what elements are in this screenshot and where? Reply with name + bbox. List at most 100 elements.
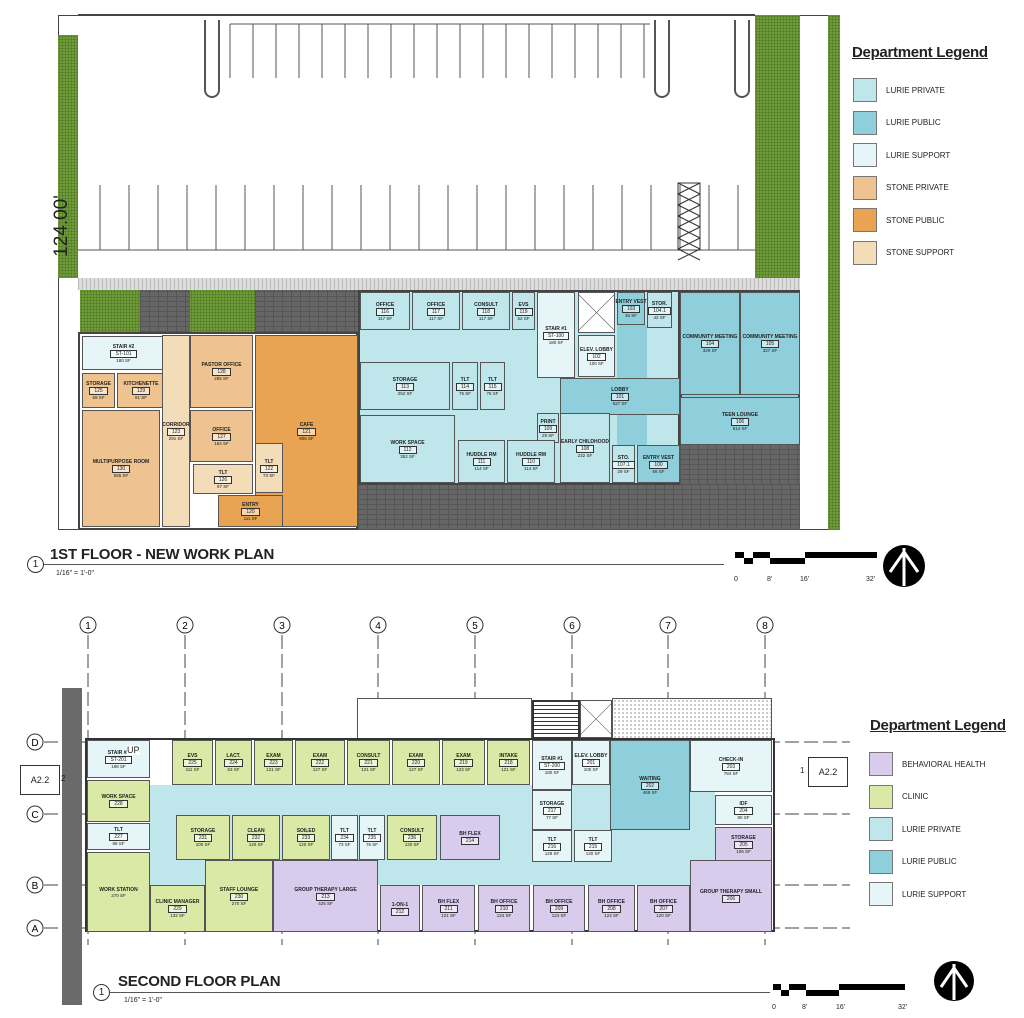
- parking-island: [654, 20, 670, 98]
- room-number: 229: [168, 905, 187, 913]
- scale-label: 8': [767, 576, 773, 583]
- legend-label: LURIE PUBLIC: [902, 857, 957, 866]
- title-underline: [110, 992, 770, 993]
- room-name: GROUP THERAPY LARGE: [294, 886, 357, 893]
- room-number: 225: [183, 759, 202, 767]
- room-name: STORAGE: [731, 835, 756, 841]
- hatch: [677, 226, 701, 239]
- room-area: 127 SF: [408, 767, 424, 772]
- room-number: 222: [310, 759, 330, 767]
- room-area: 63 SF: [227, 767, 240, 772]
- room-name: CORRIDOR: [162, 421, 190, 428]
- room-name: KITCHENETTE: [123, 381, 159, 387]
- section-marker-left: A2.2: [20, 765, 60, 795]
- room-area: 327 SF: [762, 348, 778, 353]
- scale-label: 32': [866, 576, 876, 583]
- room-number: 231: [193, 834, 213, 842]
- room-name: STAIR #2: [107, 749, 130, 756]
- paving: [140, 290, 190, 332]
- hatch: [677, 193, 701, 206]
- room-number: 128: [212, 368, 231, 376]
- room-number: 115: [483, 382, 502, 391]
- planter: [190, 290, 255, 332]
- legend-item: STONE SUPPORT: [853, 240, 954, 265]
- room-number: 216: [542, 842, 562, 851]
- plan-title: SECOND FLOOR PLAN: [118, 973, 281, 990]
- grid-bubble: [26, 805, 44, 823]
- grid-label: 6: [569, 621, 575, 632]
- room-number: 207: [654, 905, 673, 913]
- room-number: 104.1: [648, 306, 671, 315]
- room-area: 66 SF: [652, 468, 665, 474]
- room-name: BH FLEX: [437, 899, 460, 905]
- room-number: 104: [700, 340, 720, 348]
- room-area: 180 SF: [548, 339, 564, 345]
- room-area: 114 SF: [523, 466, 539, 471]
- legend-item: LURIE PRIVATE: [869, 817, 961, 841]
- grid-bubble: [26, 919, 44, 937]
- room-number: 108: [575, 444, 595, 453]
- room-number: 121: [297, 427, 316, 436]
- room-name: LOBBY: [611, 387, 629, 393]
- grid-bubble: [369, 616, 387, 634]
- room-number: 127: [212, 432, 231, 441]
- room-area: 29 SF: [617, 468, 630, 474]
- room-area: 73 SF: [262, 472, 275, 478]
- room-number: 217: [542, 806, 562, 815]
- legend-label: BEHAVIORAL HEALTH: [902, 759, 986, 769]
- room-number: 122: [259, 464, 279, 473]
- room-number: 214: [460, 836, 480, 845]
- room-area: 121 SF: [441, 913, 456, 918]
- hatch: [677, 248, 701, 261]
- room-area: 232 SF: [577, 452, 593, 458]
- room-number: 210: [494, 905, 514, 913]
- hatch: [677, 204, 701, 217]
- room-name: COMMUNITY MEETING: [742, 334, 798, 340]
- room-number: 230: [229, 892, 249, 901]
- room-name: STAFF LOUNGE: [219, 886, 259, 893]
- room-number: 113: [396, 382, 414, 391]
- grid-label: 1: [85, 621, 91, 632]
- elevator-shaft: [578, 292, 615, 333]
- room-name: TLT: [588, 836, 598, 843]
- section-num-left: 2: [61, 774, 66, 783]
- room-number: 213: [316, 892, 335, 901]
- room-area: 73 SF: [338, 842, 351, 847]
- legend-title: Department Legend: [852, 44, 988, 61]
- room-area: 123 SF: [456, 767, 471, 772]
- room-area: 42 SF: [653, 314, 666, 320]
- legend-item: CLINIC: [869, 784, 928, 809]
- grid-label: 4: [375, 621, 381, 632]
- room-name: TLT: [460, 376, 470, 383]
- grid-bubble: [176, 616, 194, 634]
- room-number: 223: [264, 759, 283, 767]
- sidewalk: [78, 278, 800, 290]
- legend-item: BEHAVIORAL HEALTH: [869, 752, 985, 776]
- room-name: TLT: [218, 469, 228, 476]
- room-number: 118: [477, 307, 495, 316]
- room-number: 100: [649, 460, 668, 469]
- plan-scale: 1/16" = 1'-0": [56, 570, 95, 577]
- room-area: 469 SF: [642, 789, 658, 795]
- room-area: 121 SF: [501, 767, 516, 772]
- legend-title: Department Legend: [870, 717, 1006, 734]
- grid-label: B: [32, 881, 39, 892]
- room-name: SOILED: [296, 828, 316, 834]
